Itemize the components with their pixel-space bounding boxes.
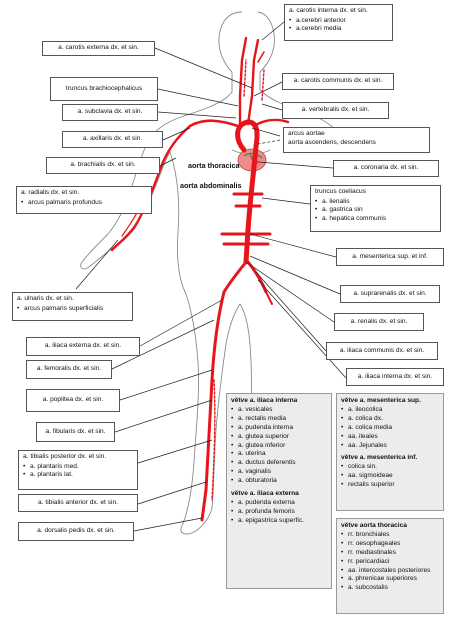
label-truncus-coeliacus: truncus coeliacus a. lienalis a. gastric… — [310, 185, 441, 232]
renal-arteries — [220, 232, 272, 246]
label-item: a. plantaris lat. — [23, 471, 133, 480]
right-carotid — [238, 36, 248, 126]
panel-item: aa. intercostales posteriores — [341, 567, 439, 576]
label-carotis-externa: a. carotis externa dx. et sin. — [42, 41, 155, 56]
panel-item: a. profunda femoris — [231, 508, 327, 517]
panel-item: rr. bronchiales — [341, 531, 439, 540]
iliaca-communis — [222, 260, 268, 294]
right-subclavia — [188, 119, 240, 128]
label-axillaris: a. axillaris dx. et sin. — [62, 131, 163, 148]
panel-iliaca-interna-branches: větve a. iliaca interna a. vesicales a. … — [226, 393, 332, 589]
left-subclavia — [252, 118, 290, 128]
panel-title: větve a. iliaca externa — [231, 490, 299, 498]
pointer-lines — [75, 21, 347, 532]
label-femoralis: a. femoralis dx. et sin. — [26, 360, 112, 379]
panel-item: rr. oesophageales — [341, 540, 439, 549]
label-title: a. carotis interna dx. et sin. — [289, 7, 368, 14]
label-truncus-brachiocephalicus: truncus brachiocephalicus — [50, 77, 158, 101]
panel-item: a. vaginalis — [231, 468, 327, 477]
label-fibularis: a. fibularis dx. et sin. — [36, 422, 115, 442]
label-brachialis: a. brachialis dx. et sin. — [46, 157, 160, 174]
panel-item: a. glutea superior — [231, 433, 327, 442]
label-item: a. hepatica communis — [315, 215, 436, 224]
label-title: a. tibialis posterior dx. et sin. — [23, 453, 107, 460]
label-item: arcus palmaris superficialis — [17, 305, 128, 314]
panel-item: a. obturatoria — [231, 477, 327, 486]
left-iliac-branch — [265, 291, 273, 305]
panel-title: větve a. mesenterica inf. — [341, 454, 418, 462]
panel-mesenterica-branches: větve a. mesenterica sup. a. ileocolica … — [336, 393, 444, 511]
coeliac-trunk — [232, 192, 264, 208]
panel-item: a. colica dx. — [341, 415, 439, 424]
label-line: aorta ascendens, descendens — [288, 138, 376, 146]
aorta-thoracica-caption: aorta thoracica — [188, 161, 241, 170]
right-leg-artery — [200, 290, 226, 522]
panel-item: rr. pericardiaci — [341, 558, 439, 567]
label-arcus-aortae: arcus aortae aorta ascendens, descendens — [283, 127, 430, 153]
label-renalis: a. renalis dx. et sin. — [334, 313, 424, 331]
label-item: a. gastrica sin — [315, 206, 436, 215]
panel-aorta-thoracica-branches: větve aorta thoracica rr. bronchiales rr… — [336, 518, 444, 614]
panel-item: aa. Jejunales — [341, 442, 439, 451]
label-line: arcus aortae — [288, 130, 325, 137]
label-mesenterica: a. mesenterica sup. et inf. — [336, 248, 444, 266]
label-ulnaris: a. ulnaris dx. et sin. arcus palmaris su… — [12, 292, 133, 321]
label-vertebralis: a. vertebralis dx. et sin. — [282, 102, 389, 119]
label-dorsalis-pedis: a. dorsalis pedis dx. et sin. — [18, 522, 134, 541]
vertebral-arteries — [243, 59, 265, 101]
label-iliaca-interna: a. iliaca interna dx. et sin. — [346, 368, 444, 386]
panel-item: rr. mediastinales — [341, 549, 439, 558]
label-coronaria: a. coronaria dx. et sin. — [333, 160, 439, 177]
label-item: a. lienalis — [315, 198, 436, 207]
panel-item: a. pudenda externa — [231, 499, 327, 508]
label-item: a. plantaris med. — [23, 463, 133, 472]
aorta-abdominalis-caption: aorta abdominalis — [180, 181, 242, 190]
external-carotid — [257, 51, 265, 63]
label-carotis-interna: a. carotis interna dx. et sin. a.cerebri… — [284, 4, 393, 41]
panel-item: a. colica media — [341, 424, 439, 433]
panel-item: aa. ileales — [341, 433, 439, 442]
label-tibialis-anterior: a. tibialis anterior dx. et sin. — [18, 494, 138, 512]
label-radialis: a. radialis dx. et sin. arcus palmaris p… — [16, 186, 152, 214]
panel-item: a. ileocolica — [341, 406, 439, 415]
panel-title: větve aorta thoracica — [341, 522, 407, 529]
panel-title: větve a. mesenterica sup. — [341, 397, 421, 404]
panel-item: a. epigastrica superfic. — [231, 517, 327, 526]
panel-item: rectalis superior — [341, 481, 439, 490]
label-iliaca-communis: a. iliaca communis dx. et sin. — [326, 342, 438, 360]
label-subclavia: a. subclavia dx. et sin. — [62, 104, 158, 121]
label-iliaca-externa: a. iliaca externa dx. et sin. — [26, 337, 140, 356]
label-poplitea: a. poplitea dx. et sin. — [26, 389, 120, 412]
label-title: a. radialis dx. et sin. — [21, 189, 80, 196]
panel-title: větve a. iliaca interna — [231, 397, 298, 404]
label-item: a.cerebri media — [289, 25, 388, 34]
panel-item: a. vesicales — [231, 406, 327, 415]
panel-item: colica sin. — [341, 463, 439, 472]
left-carotid — [246, 38, 260, 126]
label-title: truncus coeliacus — [315, 188, 366, 195]
panel-item: a. pudenda interna — [231, 424, 327, 433]
panel-item: a. uterina — [231, 450, 327, 459]
label-title: a. ulnaris dx. et sin. — [17, 295, 74, 302]
panel-item: a. subcostalis — [341, 584, 439, 593]
fibular-artery — [211, 379, 216, 501]
arteries — [110, 36, 290, 522]
panel-item: a. rectalis media — [231, 415, 327, 424]
panel-item: a. ductus deferentis — [231, 459, 327, 468]
panel-item: a. phrenicae superiores — [341, 575, 439, 584]
label-carotis-communis: a. carotis communis dx. et sin. — [282, 73, 394, 90]
aorta — [235, 119, 260, 265]
label-item: a.cerebri anterior — [289, 17, 388, 26]
panel-item: a. glutea inferior — [231, 442, 327, 451]
panel-item: aa. sigmoideae — [341, 472, 439, 481]
label-item: arcus palmaris profundus — [21, 199, 147, 208]
label-tibialis-posterior: a. tibialis posterior dx. et sin. a. pla… — [18, 450, 138, 490]
label-suprarenalis: a. suprarenalis dx. et sin. — [340, 285, 440, 303]
